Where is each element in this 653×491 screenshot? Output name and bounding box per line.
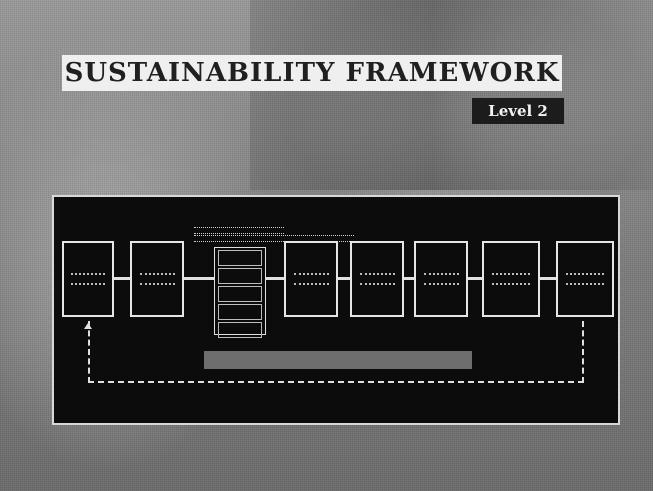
process-box-5-label	[423, 273, 459, 285]
criteria-stack	[214, 247, 266, 338]
arrow-7	[540, 277, 556, 280]
level-badge: Level 2	[472, 98, 564, 124]
feedback-label	[204, 351, 472, 369]
process-box-3	[284, 241, 338, 317]
arrow-6	[468, 277, 482, 280]
process-box-7	[556, 241, 614, 317]
process-box-1-label	[71, 273, 105, 285]
process-box-6-label	[492, 273, 530, 285]
process-box-3-label	[293, 273, 329, 285]
stack-cell	[218, 250, 262, 266]
process-box-4-label	[359, 273, 395, 285]
process-box-7-label	[566, 273, 604, 285]
stack-cell	[218, 322, 262, 338]
stack-cell	[218, 286, 262, 302]
process-box-1	[62, 241, 114, 317]
process-box-4	[350, 241, 404, 317]
top-annotation-1	[194, 227, 284, 234]
feedback-loop	[88, 321, 584, 383]
framework-diagram	[52, 195, 620, 425]
process-box-2-label	[139, 273, 175, 285]
arrow-1	[114, 277, 130, 280]
arrow-4	[338, 277, 350, 280]
process-box-2	[130, 241, 184, 317]
top-annotation-2	[194, 235, 354, 242]
stack-cell	[218, 268, 262, 284]
process-box-5	[414, 241, 468, 317]
background-photo	[250, 0, 653, 190]
arrow-2	[184, 277, 214, 280]
arrow-3	[266, 277, 284, 280]
feedback-arrowhead	[84, 317, 92, 329]
diagram-title	[54, 201, 618, 211]
arrow-5	[404, 277, 414, 280]
slide-title: SUSTAINABILITY FRAMEWORK	[62, 55, 562, 91]
process-box-6	[482, 241, 540, 317]
stack-cell	[218, 304, 262, 320]
